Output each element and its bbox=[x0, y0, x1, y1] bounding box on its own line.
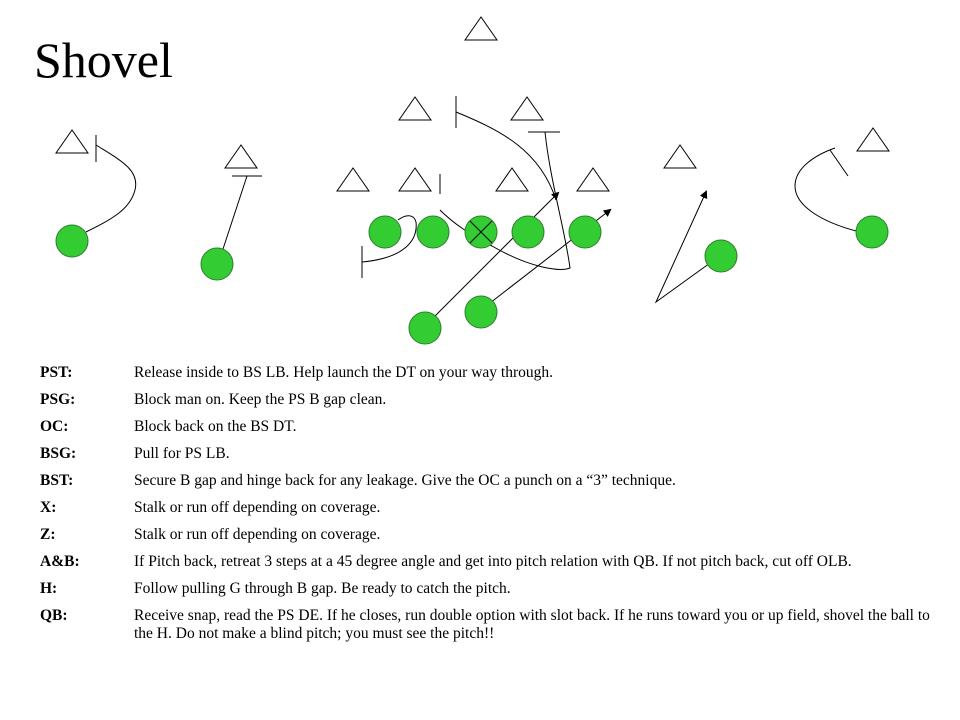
assignment-bst: BST: Secure B gap and hinge back for any… bbox=[40, 472, 940, 490]
defender-lb-left bbox=[398, 96, 432, 121]
assignment-list: PST: Release inside to BS LB. Help launc… bbox=[40, 364, 940, 652]
assignment-position: Z: bbox=[40, 526, 56, 543]
assignment-text: Stalk or run off depending on coverage. bbox=[134, 526, 381, 543]
defender-dt-left bbox=[398, 167, 432, 192]
player-bsg bbox=[416, 215, 450, 249]
player-bst bbox=[368, 215, 402, 249]
player-psg bbox=[511, 215, 545, 249]
assignment-z: Z: Stalk or run off depending on coverag… bbox=[40, 526, 940, 544]
defender-olb-left bbox=[224, 144, 258, 169]
assignment-position: X: bbox=[40, 499, 57, 516]
route-bsg-pull bbox=[455, 111, 557, 201]
assignment-position: QB: bbox=[40, 607, 68, 624]
player-x bbox=[55, 224, 89, 258]
assignment-position: H: bbox=[40, 580, 58, 597]
assignment-text: Follow pulling G through B gap. Be ready… bbox=[134, 580, 511, 597]
assignment-h: H: Follow pulling G through B gap. Be re… bbox=[40, 580, 940, 598]
route-slot bbox=[654, 190, 718, 304]
defender-cb-right bbox=[663, 144, 697, 169]
assignment-position: BSG: bbox=[40, 445, 77, 462]
assignment-text: Block man on. Keep the PS B gap clean. bbox=[134, 391, 387, 408]
assignment-psg: PSG: Block man on. Keep the PS B gap cle… bbox=[40, 391, 940, 409]
assignment-position: OC: bbox=[40, 418, 69, 435]
route-bst-hinge bbox=[361, 215, 417, 263]
assignment-text: Secure B gap and hinge back for any leak… bbox=[134, 472, 676, 489]
assignment-pst: PST: Release inside to BS LB. Help launc… bbox=[40, 364, 940, 382]
defender-dt-right bbox=[495, 167, 529, 192]
player-slot bbox=[704, 239, 738, 273]
assignment-position: PSG: bbox=[40, 391, 76, 408]
assignment-text: If Pitch back, retreat 3 steps at a 45 d… bbox=[134, 553, 852, 570]
assignment-qb: QB: Receive snap, read the PS DE. If he … bbox=[40, 607, 940, 643]
assignment-text: Receive snap, read the PS DE. If he clos… bbox=[134, 607, 930, 642]
defenders bbox=[55, 16, 890, 192]
defender-de-right bbox=[576, 167, 610, 192]
assignment-text: Pull for PS LB. bbox=[134, 445, 230, 462]
route-qb bbox=[424, 191, 560, 327]
assignment-position: PST: bbox=[40, 364, 73, 381]
play-title: Shovel bbox=[34, 32, 173, 88]
assignment-position: A&B: bbox=[40, 553, 80, 570]
player-h bbox=[464, 295, 498, 329]
assignment-oc: OC: Block back on the BS DT. bbox=[40, 418, 940, 436]
assignment-x: X: Stalk or run off depending on coverag… bbox=[40, 499, 940, 517]
defender-lb-right bbox=[510, 96, 544, 121]
defender-safety bbox=[464, 16, 498, 41]
defender-corner-left bbox=[55, 129, 89, 154]
player-qb bbox=[408, 311, 442, 345]
assignment-bsg: BSG: Pull for PS LB. bbox=[40, 445, 940, 463]
assignment-text: Stalk or run off depending on coverage. bbox=[134, 499, 381, 516]
routes bbox=[85, 96, 861, 327]
route-x-stalk bbox=[85, 144, 137, 233]
center-mark bbox=[469, 220, 493, 244]
offense bbox=[55, 215, 889, 345]
route-z-stalk bbox=[794, 147, 861, 233]
player-pst bbox=[568, 215, 602, 249]
player-a bbox=[200, 247, 234, 281]
assignment-ab: A&B: If Pitch back, retreat 3 steps at a… bbox=[40, 553, 940, 571]
block-z bbox=[829, 149, 849, 177]
assignment-text: Block back on the BS DT. bbox=[134, 418, 297, 435]
assignment-text: Release inside to BS LB. Help launch the… bbox=[134, 364, 554, 381]
play-diagram bbox=[55, 16, 890, 345]
defender-de-left bbox=[336, 167, 370, 192]
player-z bbox=[855, 215, 889, 249]
route-ab-block bbox=[222, 175, 248, 250]
assignment-position: BST: bbox=[40, 472, 74, 489]
defender-corner-right bbox=[856, 127, 890, 152]
